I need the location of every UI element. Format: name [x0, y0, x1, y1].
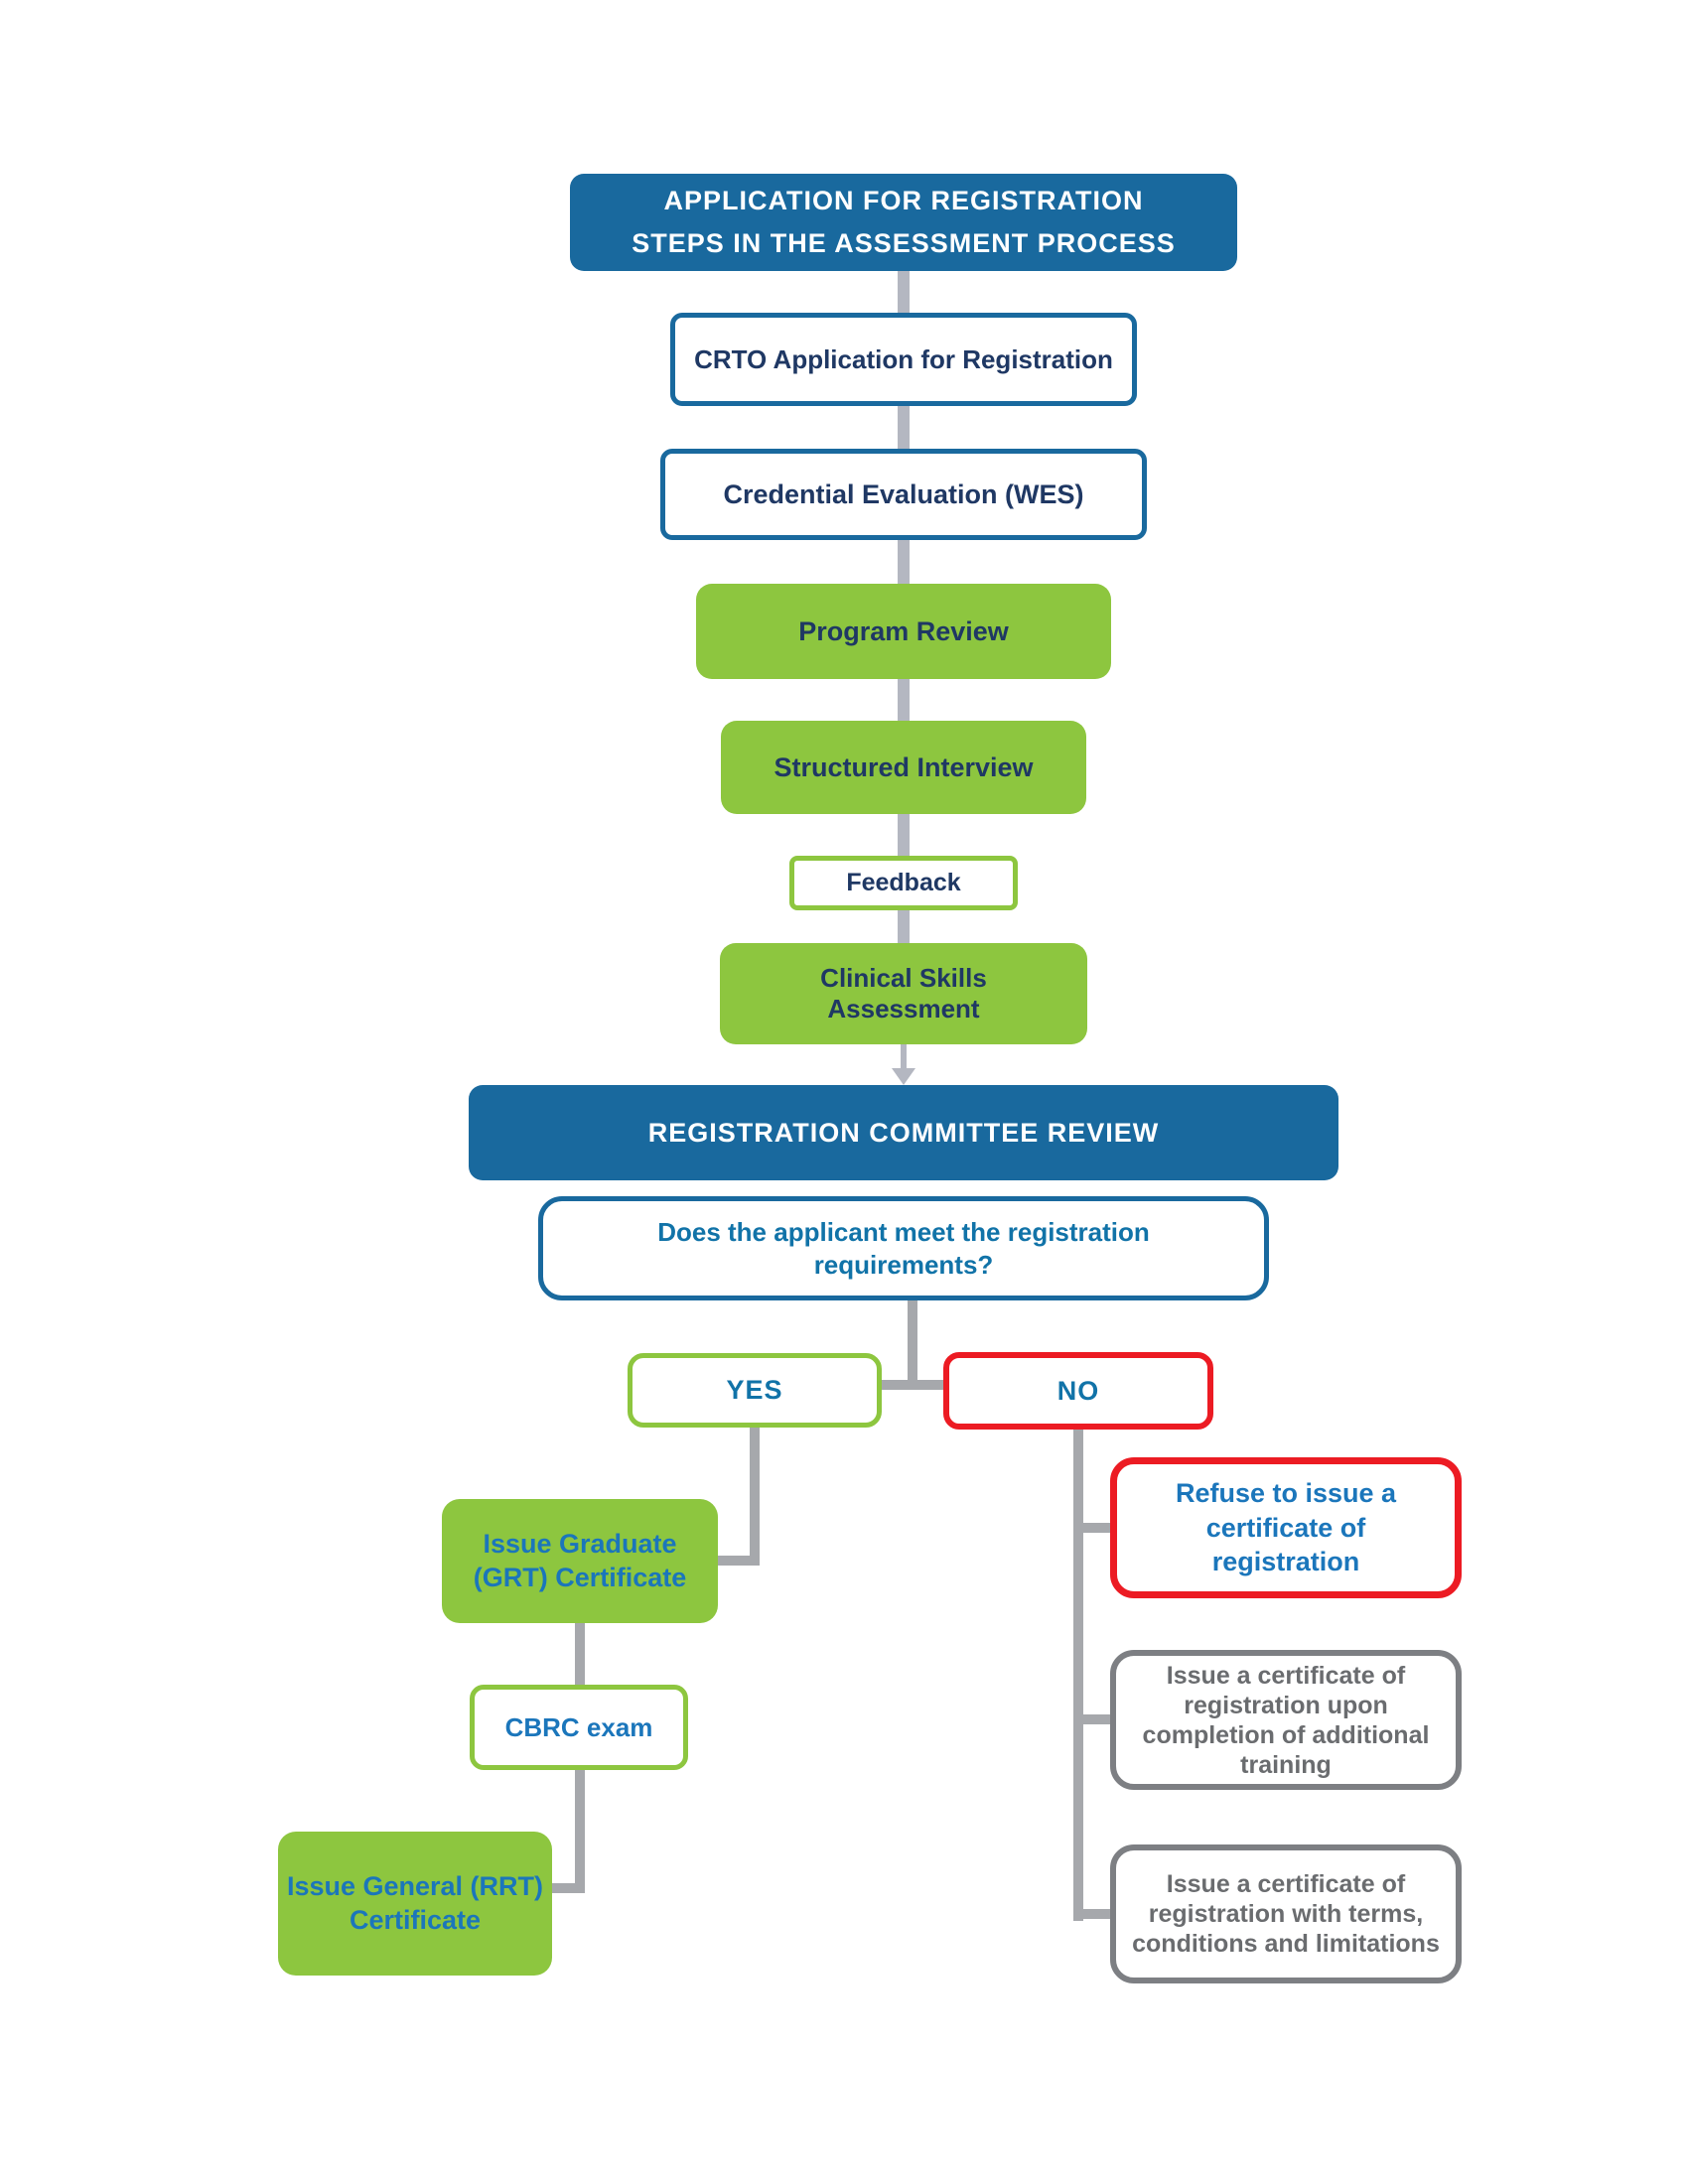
connector-interview-feedback — [898, 814, 910, 856]
connector-question-drop — [908, 1300, 917, 1390]
no-label: NO — [1056, 1375, 1100, 1406]
cbrc-label: CBRC exam — [504, 1711, 653, 1742]
step-feedback-label: Feedback — [846, 869, 961, 896]
connector-no-drop — [1073, 1430, 1083, 1921]
step-feedback: Feedback — [789, 856, 1018, 910]
step-program-label: Program Review — [798, 615, 1009, 646]
grt-line1: Issue Graduate — [483, 1528, 677, 1559]
connector-stub-terms — [1078, 1909, 1112, 1919]
committee-banner-label: REGISTRATION COMMITTEE REVIEW — [647, 1117, 1160, 1148]
question-line1: Does the applicant meet the registration — [657, 1217, 1150, 1247]
connector-yes-no-bridge — [882, 1380, 943, 1390]
connector-header-crto — [898, 271, 910, 313]
header-line2: STEPS IN THE ASSESSMENT PROCESS — [632, 228, 1176, 258]
connector-grt-cbrc — [575, 1623, 585, 1685]
terms-conditions-label: Issue a certificate of registration with… — [1132, 1870, 1440, 1958]
grt-line2: (GRT) Certificate — [473, 1562, 687, 1592]
outcome-terms-conditions: Issue a certificate of registration with… — [1110, 1844, 1462, 1983]
additional-training-label: Issue a certificate of registration upon… — [1142, 1661, 1430, 1779]
header-banner: APPLICATION FOR REGISTRATION STEPS IN TH… — [570, 174, 1237, 271]
step-program-review: Program Review — [696, 584, 1111, 679]
rrt-line1: Issue General (RRT) — [286, 1870, 544, 1901]
decision-no: NO — [943, 1352, 1213, 1430]
outcome-rrt-certificate: Issue General (RRT) Certificate — [278, 1832, 552, 1976]
connector-yes-drop — [750, 1428, 760, 1566]
connector-clinical-committee — [901, 1044, 907, 1070]
connector-stub-additional — [1078, 1714, 1110, 1724]
step-clinical-line1: Clinical Skills — [820, 962, 987, 993]
connector-yes-elbow — [718, 1556, 760, 1566]
step-credential-evaluation: Credential Evaluation (WES) — [660, 449, 1147, 540]
connector-program-interview — [898, 679, 910, 721]
decision-question: Does the applicant meet the registration… — [538, 1196, 1269, 1300]
connector-feedback-clinical — [898, 910, 910, 943]
connector-rrt-elbow — [552, 1883, 585, 1893]
outcome-refuse-certificate: Refuse to issue a certificate of registr… — [1110, 1457, 1462, 1598]
step-cbrc-exam: CBRC exam — [470, 1685, 688, 1770]
decision-yes: YES — [628, 1353, 882, 1428]
header-line1: APPLICATION FOR REGISTRATION — [663, 186, 1144, 215]
step-structured-interview: Structured Interview — [721, 721, 1086, 814]
step-clinical-line2: Assessment — [827, 994, 980, 1024]
rrt-line2: Certificate — [349, 1904, 482, 1935]
question-line2: requirements? — [813, 1249, 994, 1280]
connector-cbrc-drop — [575, 1770, 585, 1893]
committee-banner: REGISTRATION COMMITTEE REVIEW — [469, 1085, 1338, 1180]
step-crto-label: CRTO Application for Registration — [694, 343, 1113, 374]
connector-crto-credential — [898, 406, 910, 449]
step-crto-application: CRTO Application for Registration — [670, 313, 1137, 406]
outcome-grt-certificate: Issue Graduate (GRT) Certificate — [442, 1499, 718, 1623]
connector-credential-program — [898, 540, 910, 584]
step-clinical-skills-assessment: Clinical Skills Assessment — [720, 943, 1087, 1044]
outcome-additional-training: Issue a certificate of registration upon… — [1110, 1650, 1462, 1790]
connector-stub-refuse — [1078, 1523, 1110, 1533]
step-credential-label: Credential Evaluation (WES) — [723, 478, 1084, 509]
refuse-label: Refuse to issue a certificate of registr… — [1175, 1478, 1397, 1577]
yes-label: YES — [726, 1375, 783, 1405]
step-structured-label: Structured Interview — [774, 751, 1034, 782]
down-arrow-icon — [892, 1068, 915, 1085]
